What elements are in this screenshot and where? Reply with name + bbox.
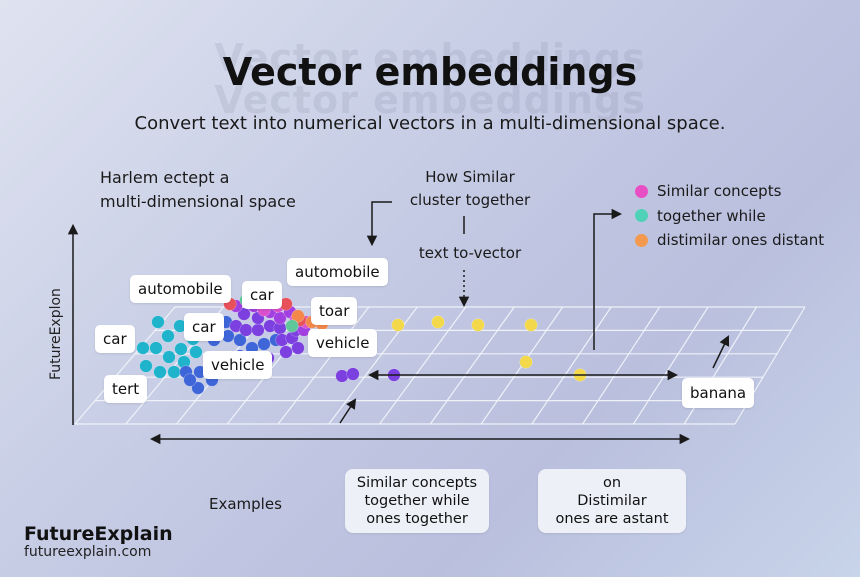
data-point xyxy=(291,309,305,323)
y-axis-label: FutureExplon xyxy=(48,288,64,380)
cluster-diagonal-arrow xyxy=(339,398,357,424)
caption-distimilar-line2: Distimilar xyxy=(577,493,647,509)
title-shadow-1: Vector embeddings xyxy=(214,36,646,80)
data-point xyxy=(183,373,197,387)
word-label-car-mid: car xyxy=(184,313,224,341)
data-point xyxy=(239,323,253,337)
word-label-vehicle-right: vehicle xyxy=(308,329,378,357)
data-point xyxy=(291,341,305,355)
data-point xyxy=(191,381,205,395)
data-point xyxy=(136,341,150,355)
how-similar-text: How Similar cluster together xyxy=(395,166,545,211)
legend-label-similar: Similar concepts xyxy=(657,182,782,201)
left-heading-line1: Harlem ectept a xyxy=(100,168,230,187)
connector-arrows xyxy=(67,201,730,445)
caption-similar-line3: ones together xyxy=(366,511,468,527)
grid-line-v xyxy=(582,306,661,425)
legend-item-distant: distimilar ones distant xyxy=(635,228,824,253)
word-label-car-top: car xyxy=(242,281,282,309)
similar-bend-arrow xyxy=(366,201,392,247)
caption-distimilar: on Distimilar ones are astant xyxy=(538,469,686,533)
grid-line-v xyxy=(531,306,612,425)
page-subtitle: Convert text into numerical vectors in a… xyxy=(134,113,726,134)
caption-distimilar-line3: ones are astant xyxy=(555,511,669,527)
brand-name: FutureExplain xyxy=(24,523,173,545)
grid-line-v xyxy=(429,306,515,425)
data-point xyxy=(151,315,165,329)
data-point xyxy=(161,329,175,343)
data-point xyxy=(391,318,405,332)
left-heading: Harlem ectept a multi-dimensional space xyxy=(100,166,296,214)
legend-dot-together xyxy=(635,209,648,223)
caption-distimilar-line1: on xyxy=(602,475,622,491)
data-point xyxy=(285,319,299,333)
word-label-vehicle-mid: vehicle xyxy=(203,351,273,379)
data-point xyxy=(149,341,163,355)
how-similar-line2: cluster together xyxy=(409,191,531,209)
legend-dot-similar xyxy=(635,184,648,198)
legend-connector-arrow xyxy=(593,208,623,350)
data-point xyxy=(346,367,360,381)
data-point xyxy=(471,318,485,332)
data-point xyxy=(524,318,538,332)
banana-diagonal-arrow xyxy=(712,335,730,369)
caption-similar-line1: Similar concepts xyxy=(356,475,478,491)
legend-item-similar: Similar concepts xyxy=(635,179,824,204)
data-point xyxy=(257,337,271,351)
data-point xyxy=(519,355,533,369)
word-label-toar: toar xyxy=(311,297,358,325)
word-label-automobile-right: automobile xyxy=(287,258,388,286)
legend-dot-distant xyxy=(635,233,648,247)
page-title: Vector embeddings xyxy=(222,50,638,94)
data-point xyxy=(174,342,188,356)
legend-label-together: together while xyxy=(657,206,766,225)
word-label-tert: tert xyxy=(104,375,148,403)
data-point xyxy=(139,359,153,373)
brand-url: futureexplain.com xyxy=(24,544,152,560)
grid-line-v xyxy=(379,306,467,425)
caption-similar-line2: together while xyxy=(364,493,470,509)
data-point xyxy=(233,333,247,347)
data-point xyxy=(167,365,181,379)
data-point xyxy=(431,315,445,329)
examples-label: Examples xyxy=(209,495,282,513)
word-label-automobile-left: automobile xyxy=(130,275,231,303)
word-label-car-left: car xyxy=(95,325,135,353)
legend: Similar concepts together while distimil… xyxy=(635,179,824,253)
title-shadow-2: Vector embeddings xyxy=(214,78,646,122)
left-heading-line2: multi-dimensional space xyxy=(100,192,296,211)
how-similar-line1: How Similar xyxy=(425,168,515,186)
grid-line-v xyxy=(632,306,709,425)
how-similar-line3: text to-vector xyxy=(418,244,522,262)
data-point xyxy=(279,345,293,359)
caption-similar: Similar concepts together while ones tog… xyxy=(345,469,489,533)
data-point xyxy=(251,323,265,337)
word-label-banana: banana xyxy=(682,378,755,408)
data-point xyxy=(153,365,167,379)
legend-label-distant: distimilar ones distant xyxy=(657,231,825,250)
legend-item-together: together while xyxy=(635,204,824,229)
grid-line-v xyxy=(277,306,370,425)
data-point xyxy=(189,345,203,359)
text-to-vector-text: text to-vector xyxy=(395,242,545,264)
data-point xyxy=(335,369,349,383)
data-point xyxy=(162,350,176,364)
